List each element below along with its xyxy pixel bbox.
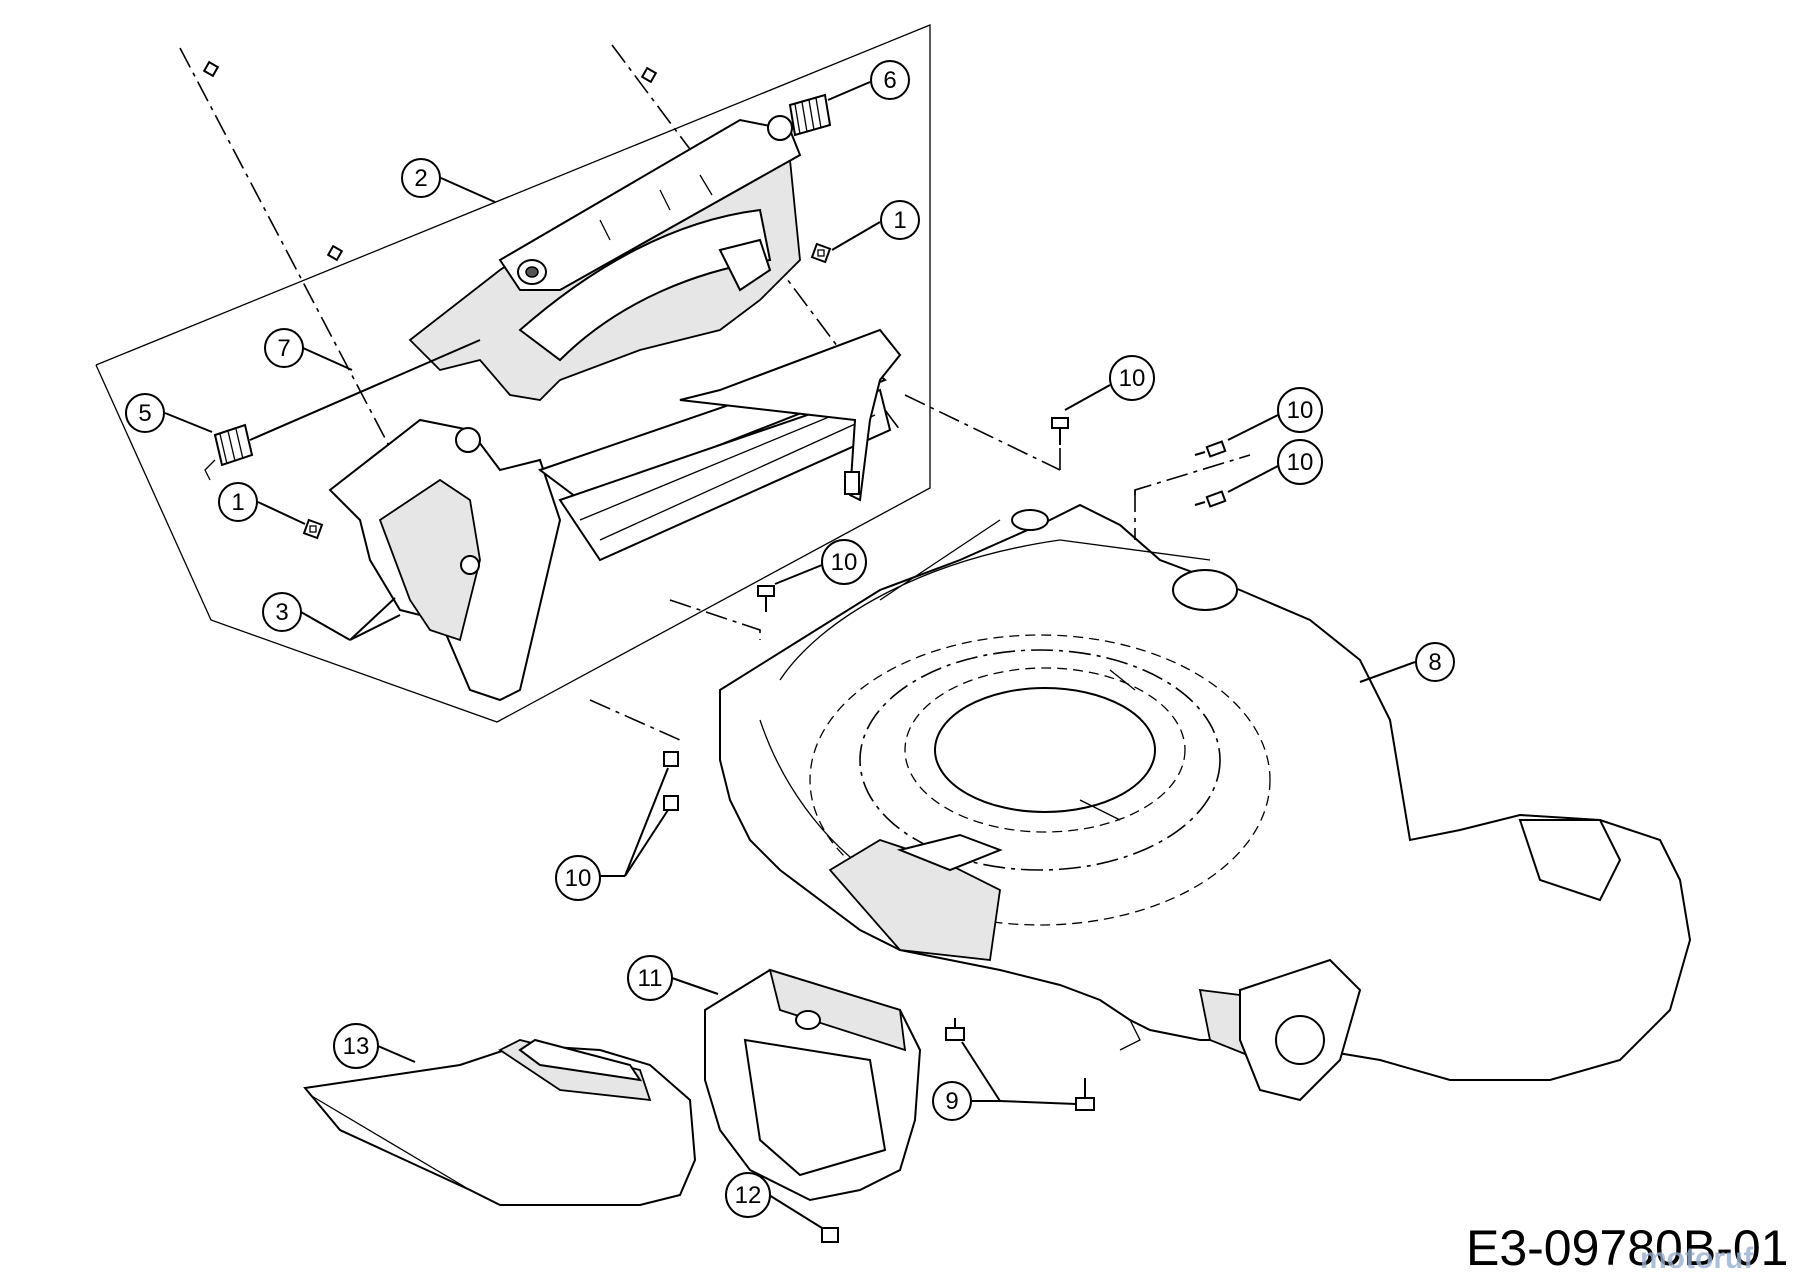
- callout-9: 9: [932, 1041, 1077, 1121]
- nut-part-1-lower: [302, 518, 324, 540]
- callout-11: 11: [627, 955, 719, 1001]
- svg-text:1: 1: [231, 489, 244, 516]
- callout-1-upper: 1: [831, 200, 920, 251]
- callout-10-d: 10: [774, 539, 867, 585]
- mount-line-5: [589, 699, 681, 741]
- callout-8: 8: [1359, 642, 1455, 683]
- screw-part-9-b: [1075, 1078, 1095, 1111]
- bolt-part-10-a: [1051, 417, 1069, 445]
- drawing-code: E3-09780B-01: [1466, 1220, 1788, 1272]
- assembly-frame: [95, 24, 931, 723]
- svg-text:10: 10: [1287, 397, 1314, 424]
- callout-13: 13: [333, 1023, 416, 1069]
- mount-line-4: [669, 599, 761, 640]
- axis-stud-3: [640, 66, 658, 84]
- svg-text:2: 2: [414, 165, 427, 192]
- rear-frame-part-3: [328, 238, 902, 702]
- svg-text:1: 1: [893, 207, 906, 234]
- bolt-part-10-e: [663, 751, 679, 767]
- nut-part-1-upper: [810, 242, 832, 264]
- svg-text:10: 10: [1119, 365, 1146, 392]
- svg-text:3: 3: [275, 599, 288, 626]
- spring-part-6: [788, 93, 832, 137]
- svg-text:6: 6: [883, 67, 896, 94]
- bolt-part-10-c: [1194, 490, 1227, 508]
- callout-12: 12: [725, 1172, 823, 1229]
- axis-line-left: [179, 47, 471, 601]
- callout-5: 5: [125, 393, 213, 433]
- bolt-part-10-f: [663, 795, 679, 811]
- svg-text:5: 5: [138, 400, 151, 427]
- svg-text:8: 8: [1428, 649, 1441, 676]
- bolt-part-10-d: [757, 585, 775, 612]
- svg-text:12: 12: [735, 1182, 762, 1209]
- callout-1-lower: 1: [218, 482, 306, 525]
- callout-10-b: 10: [1227, 387, 1323, 441]
- svg-text:9: 9: [945, 1088, 958, 1115]
- screw-part-9-a: [945, 1018, 965, 1041]
- svg-text:10: 10: [831, 549, 858, 576]
- side-chute-part-13: [303, 1038, 697, 1206]
- svg-text:7: 7: [277, 335, 290, 362]
- svg-text:10: 10: [565, 865, 592, 892]
- bolt-part-10-b: [1194, 440, 1227, 458]
- axis-stud-2: [326, 244, 344, 262]
- cable-part-7: [249, 339, 481, 441]
- watermark: motoruf: [1640, 1242, 1754, 1272]
- callout-3: 3: [262, 592, 401, 641]
- callout-10-e: 10: [555, 767, 669, 901]
- rear-flap-part-2: [408, 115, 802, 401]
- mount-line-1: [904, 394, 1061, 471]
- mower-deck-part-8: [719, 503, 1692, 1102]
- nut-part-12: [821, 1227, 839, 1243]
- svg-text:13: 13: [343, 1033, 370, 1060]
- discharge-plug-part-11: [704, 968, 922, 1202]
- callout-10-a: 10: [1064, 355, 1155, 411]
- svg-text:10: 10: [1287, 449, 1314, 476]
- callout-6: 6: [827, 60, 910, 101]
- callout-10-c: 10: [1227, 439, 1323, 493]
- svg-text:11: 11: [638, 965, 663, 992]
- callout-2: 2: [401, 158, 496, 203]
- axis-stud-1: [202, 60, 220, 78]
- callout-7: 7: [264, 328, 353, 371]
- spring-part-5: [204, 423, 254, 481]
